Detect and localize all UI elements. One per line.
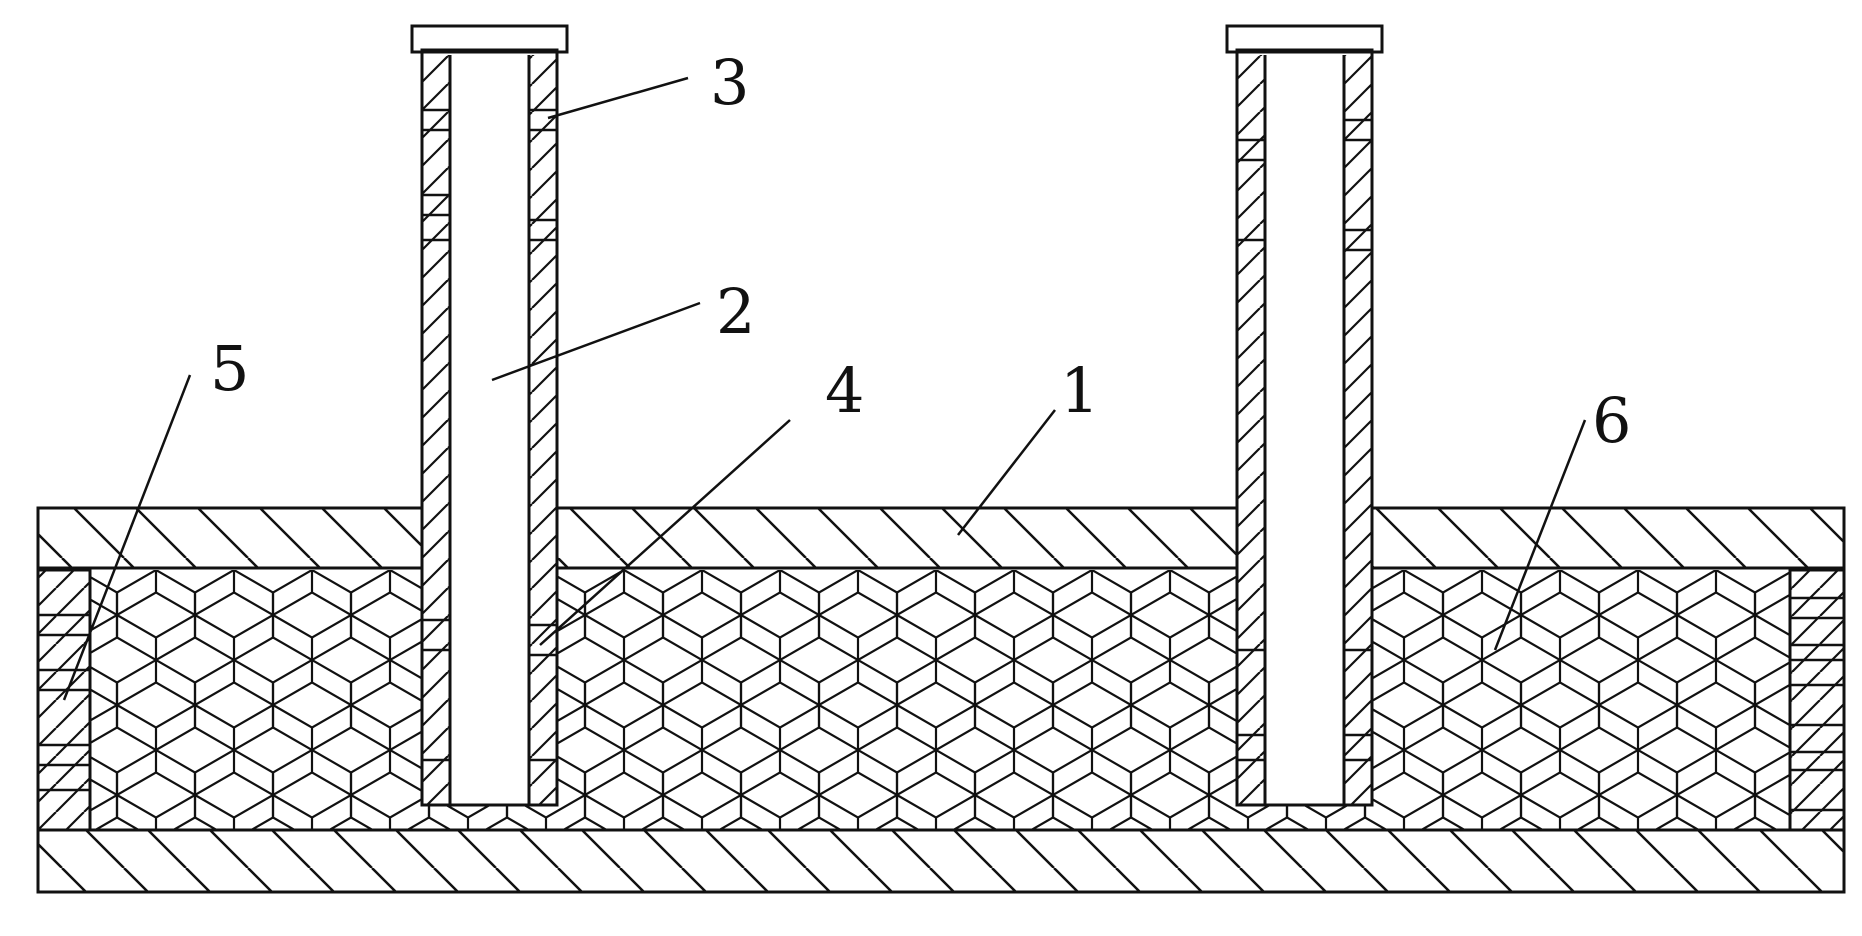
leader-line-4 [539,419,791,646]
left-tube [410,24,569,807]
leader-line-5 [62,374,192,701]
label-2: 2 [716,275,755,348]
leader-lines [62,76,1587,701]
label-3: 3 [710,46,749,119]
bottom-plate-layer [36,828,1846,894]
honeycomb-core [38,566,1844,832]
label-6: 6 [1592,384,1631,457]
label-5: 5 [210,332,249,405]
top-plate-layer [36,506,1846,570]
right-side-wall [1788,568,1846,832]
leader-line-2 [491,301,701,382]
leader-line-3 [547,76,689,120]
leader-line-1 [957,409,1056,536]
part-labels: 3 2 5 4 1 6 [210,46,1631,457]
label-4: 4 [825,354,864,427]
right-tube [1225,24,1384,807]
leader-line-6 [1493,419,1587,651]
label-1: 1 [1060,354,1099,427]
